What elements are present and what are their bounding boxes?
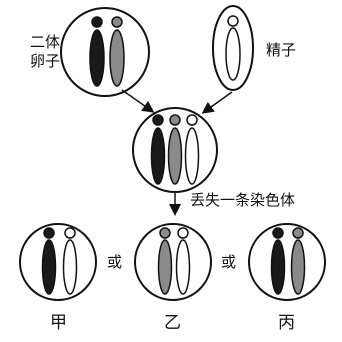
label-result-a: 甲: [50, 315, 67, 332]
label-diploid-egg-line1: 二体: [30, 35, 60, 50]
label-result-b: 乙: [164, 315, 181, 332]
label-sperm: 精子: [266, 43, 296, 58]
label-diploid-egg-line2: 卵子: [30, 54, 60, 69]
diploid-egg-cell: [61, 8, 149, 96]
label-or-1: 或: [107, 255, 122, 270]
result-cell-b: [135, 224, 211, 300]
result-cell-a: [20, 224, 96, 300]
label-result-c: 丙: [278, 315, 295, 332]
arrow-sperm-to-zygote: [204, 92, 232, 112]
sperm-cell: [213, 6, 253, 90]
result-cell-c: [249, 224, 325, 300]
label-loss-step: 丢失一条染色体: [190, 193, 295, 208]
label-or-2: 或: [221, 255, 236, 270]
arrow-egg-to-zygote: [122, 90, 152, 111]
zygote-cell: [133, 108, 217, 192]
